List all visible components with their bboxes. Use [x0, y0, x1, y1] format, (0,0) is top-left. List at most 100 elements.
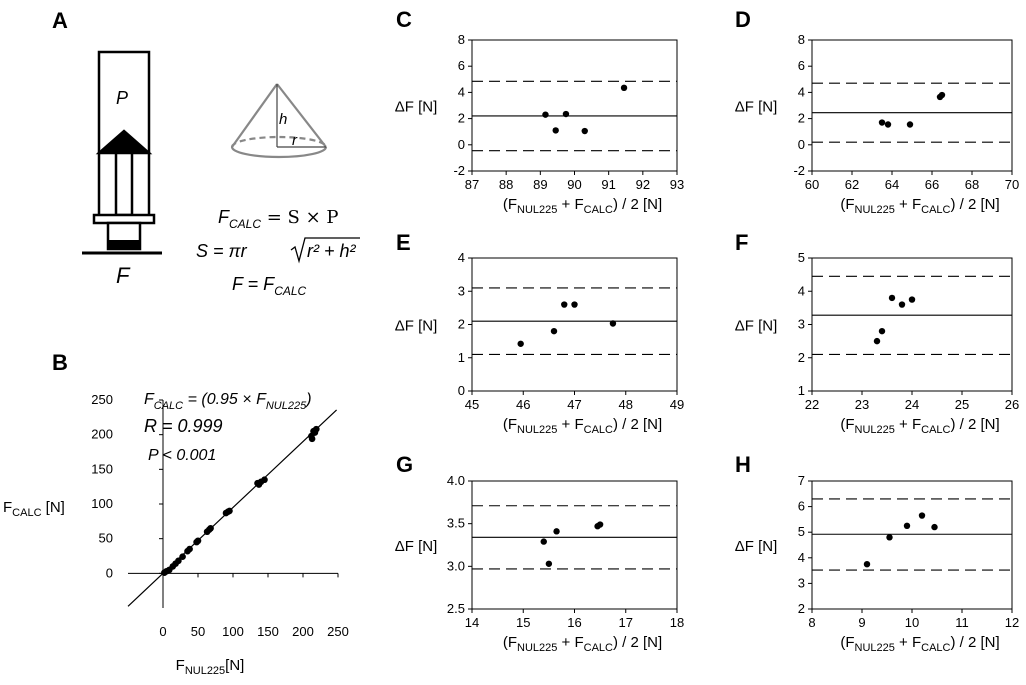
plot-frame-h [811, 480, 1013, 610]
x-tick-label-g: 15 [516, 615, 530, 630]
x-axis-label-g: (FNUL225 + FCALC) / 2 [N] [503, 634, 662, 654]
x-tick-label-h: 9 [858, 615, 865, 630]
y-tick-label-h: 4 [798, 550, 805, 565]
y-axis-label-b: FCALC [N] [3, 499, 65, 519]
data-point-b [207, 524, 214, 532]
svg-text:r² + h²: r² + h² [307, 241, 357, 261]
force-label: F [116, 263, 131, 288]
y-tick-label-c: 0 [458, 137, 465, 152]
x-tick-label-h: 8 [808, 615, 815, 630]
data-point-h [863, 561, 871, 568]
y-tick-label-d: 0 [798, 137, 805, 152]
y-axis-label-d: ΔF [N] [735, 99, 778, 116]
data-point-e [550, 327, 558, 335]
y-axis-label-g: ΔF [N] [395, 538, 438, 555]
x-tick-label-g: 17 [619, 615, 633, 630]
y-tick-label-g: 4.0 [447, 473, 465, 488]
y-tick-label-f: 3 [798, 317, 805, 332]
panel-letter-h: H [735, 452, 751, 477]
y-axis-label-f: ΔF [N] [735, 318, 778, 335]
data-point-d [906, 121, 914, 128]
equation-surface: S = πr r² + h² [196, 237, 360, 264]
data-point-c [542, 111, 549, 118]
data-point-f [898, 301, 906, 308]
regression-r-value: R = 0.999 [144, 416, 223, 436]
y-tick-label-d: 6 [798, 58, 805, 73]
y-tick-label-f: 5 [798, 250, 805, 265]
data-point-b [194, 537, 202, 545]
panel-a: A P F h r FCALC = S × P S = πr [52, 8, 360, 298]
x-tick-label-c: 90 [567, 177, 581, 192]
x-tick-label-h: 12 [1005, 615, 1019, 630]
regression-equation: FCALC = (0.95 × FNUL225) [144, 391, 312, 412]
equation-force-calc: FCALC = S × P [218, 207, 339, 231]
x-tick-label-f: 22 [805, 397, 819, 412]
data-point-g [545, 560, 553, 567]
y-tick-label-b: 250 [91, 392, 113, 407]
panel-letter-e: E [396, 230, 411, 255]
radius-label: r [292, 132, 298, 149]
x-tick-label-c: 91 [601, 177, 615, 192]
data-point-h [918, 512, 926, 519]
x-tick-label-h: 11 [955, 615, 969, 630]
y-tick-label-b: 150 [91, 461, 113, 476]
x-tick-label-e: 46 [516, 397, 530, 412]
y-tick-label-b: 100 [91, 496, 113, 511]
y-tick-label-e: 3 [458, 283, 465, 298]
x-tick-label-c: 93 [670, 177, 684, 192]
x-tick-label-b: 50 [191, 624, 205, 639]
y-tick-label-h: 5 [798, 524, 805, 539]
y-tick-label-c: 4 [458, 84, 465, 99]
x-tick-label-b: 150 [257, 624, 279, 639]
x-tick-label-f: 24 [905, 397, 919, 412]
equation-force-equal: F = FCALC [232, 274, 307, 298]
data-point-c [620, 84, 628, 92]
y-tick-label-d: 8 [798, 32, 805, 47]
y-axis-label-e: ΔF [N] [395, 318, 438, 335]
y-tick-label-e: 1 [458, 350, 465, 365]
data-point-g [553, 528, 560, 535]
x-tick-label-b: 200 [292, 624, 314, 639]
y-axis-label-h: ΔF [N] [735, 538, 778, 555]
panel-letter-f: F [735, 230, 748, 255]
y-tick-label-h: 2 [798, 601, 805, 616]
data-point-h [903, 522, 911, 529]
y-tick-label-h: 3 [798, 575, 805, 590]
data-point-f [908, 296, 916, 303]
y-tick-label-e: 4 [458, 250, 465, 265]
panel-letter-d: D [735, 7, 751, 32]
data-point-f [888, 294, 896, 302]
svg-text:S = πr: S = πr [196, 241, 248, 261]
data-point-f [878, 327, 886, 335]
data-point-b [261, 476, 268, 484]
y-tick-label-e: 0 [458, 383, 465, 398]
data-point-b [226, 507, 233, 515]
y-tick-label-b: 0 [106, 565, 113, 580]
y-tick-label-h: 6 [798, 499, 805, 514]
y-axis-label-c: ΔF [N] [395, 99, 438, 116]
y-tick-label-g: 2.5 [447, 601, 465, 616]
y-tick-label-f: 4 [798, 283, 805, 298]
y-tick-label-c: 6 [458, 58, 465, 73]
y-tick-label-g: 3.0 [447, 558, 465, 573]
x-tick-label-d: 60 [805, 177, 819, 192]
data-point-h [931, 523, 938, 531]
x-tick-label-h: 10 [905, 615, 919, 630]
data-point-b [175, 557, 182, 565]
x-tick-label-f: 23 [855, 397, 869, 412]
data-point-c [581, 127, 588, 135]
plot-frame-d [811, 39, 1013, 172]
data-point-d [878, 119, 886, 126]
plot-frame-c [471, 39, 678, 172]
x-tick-label-b: 250 [327, 624, 349, 639]
x-tick-label-f: 26 [1005, 397, 1019, 412]
y-tick-label-b: 50 [99, 531, 113, 546]
y-tick-label-c: 8 [458, 32, 465, 47]
panel-letter-a: A [52, 8, 68, 33]
data-point-b [313, 425, 320, 433]
